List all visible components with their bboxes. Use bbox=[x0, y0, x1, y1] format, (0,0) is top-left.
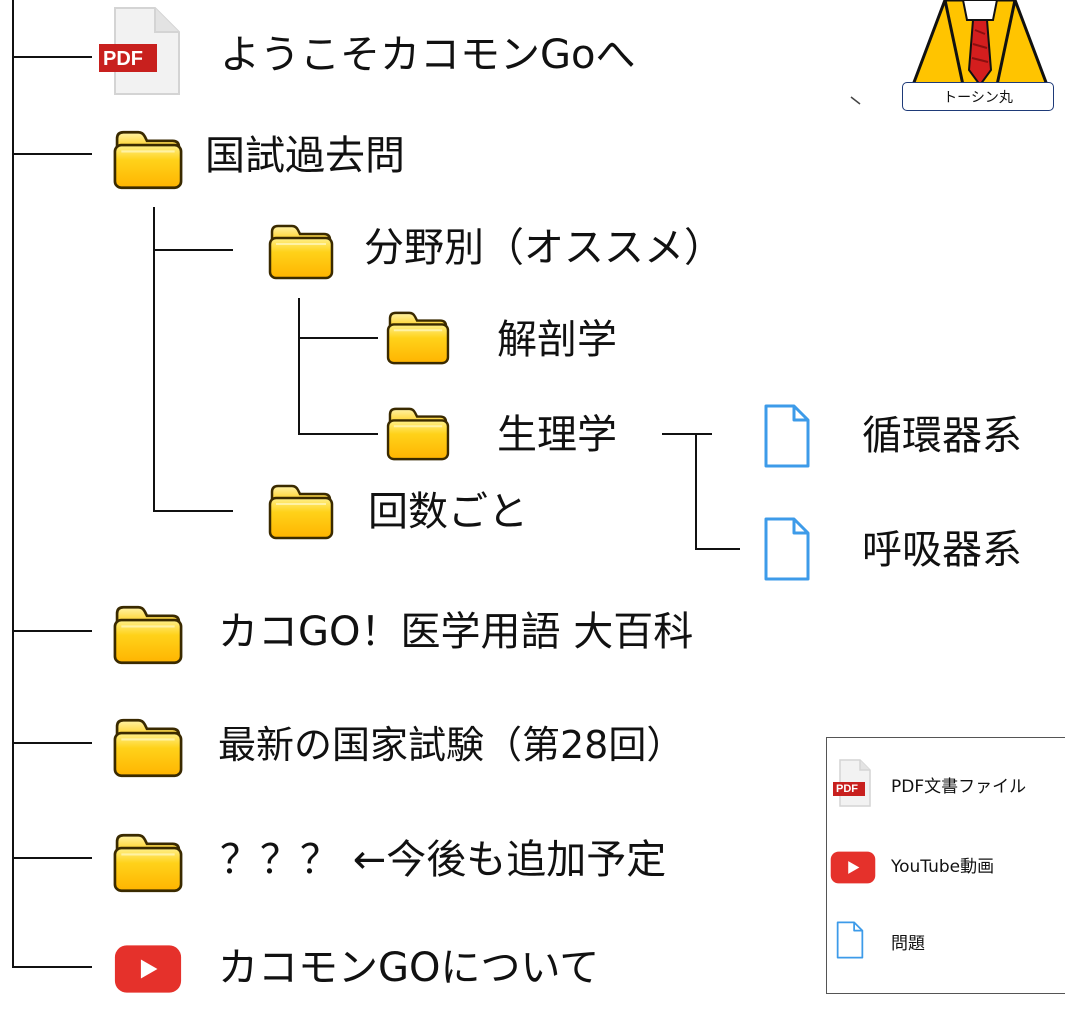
by-field-branch-line bbox=[298, 298, 300, 435]
tree-label-by-field[interactable]: 分野別（オススメ） bbox=[364, 225, 724, 271]
mascot-name: トーシン丸 bbox=[943, 89, 1013, 106]
connector-about-corner bbox=[12, 742, 14, 967]
tree-label-anatomy[interactable]: 解剖学 bbox=[497, 317, 617, 363]
tree-label-about[interactable]: カコモンGOについて bbox=[218, 945, 600, 991]
pdf-file-icon[interactable]: PDF bbox=[97, 6, 182, 96]
tree-label-circulatory[interactable]: 循環器系 bbox=[862, 413, 1022, 459]
mascot-speech-mark bbox=[850, 96, 862, 106]
connector-physiology-out bbox=[662, 433, 712, 435]
document-icon[interactable] bbox=[762, 515, 812, 583]
tree-label-medical-terms[interactable]: カコGO！医学用語 大百科 bbox=[218, 609, 694, 655]
youtube-icon[interactable] bbox=[112, 943, 184, 995]
folder-icon[interactable] bbox=[265, 482, 337, 542]
mascot-illustration bbox=[905, 0, 1055, 85]
document-icon[interactable] bbox=[762, 402, 812, 470]
connector-latest-exam bbox=[12, 742, 92, 744]
connector-physiology bbox=[298, 433, 378, 435]
folder-icon[interactable] bbox=[110, 128, 186, 192]
connector-by-session bbox=[153, 510, 233, 512]
connector-welcome bbox=[12, 56, 92, 58]
connector-past-exams bbox=[12, 153, 92, 155]
folder-icon[interactable] bbox=[110, 603, 186, 667]
pdf-badge-text: PDF bbox=[103, 48, 143, 70]
legend-box: PDF PDF文書ファイル YouTube動画 問題 bbox=[826, 737, 1065, 994]
pdf-file-icon: PDF bbox=[832, 758, 872, 808]
legend-label-pdf: PDF文書ファイル bbox=[891, 777, 1027, 797]
tree-label-welcome[interactable]: ようこそカコモンGoへ bbox=[220, 32, 636, 78]
folder-icon[interactable] bbox=[383, 309, 453, 367]
tree-label-physiology[interactable]: 生理学 bbox=[497, 412, 617, 458]
tree-label-respiratory[interactable]: 呼吸器系 bbox=[862, 527, 1022, 573]
folder-icon[interactable] bbox=[265, 222, 337, 282]
legend-label-question: 問題 bbox=[891, 934, 925, 954]
mascot-name-tag: トーシン丸 bbox=[902, 82, 1054, 111]
connector-medical-terms bbox=[12, 630, 92, 632]
folder-icon[interactable] bbox=[383, 405, 453, 463]
tree-label-by-session[interactable]: 回数ごと bbox=[368, 489, 528, 535]
youtube-icon bbox=[829, 850, 877, 885]
connector-respiratory bbox=[695, 548, 740, 550]
connector-by-field bbox=[153, 249, 233, 251]
past-exams-branch-line bbox=[153, 207, 155, 512]
tree-label-future[interactable]: ？？？ ←今後も追加予定 bbox=[220, 837, 667, 883]
folder-icon[interactable] bbox=[110, 716, 186, 780]
connector-about bbox=[12, 966, 92, 968]
connector-anatomy bbox=[298, 337, 378, 339]
legend-label-youtube: YouTube動画 bbox=[891, 857, 995, 877]
tree-label-latest-exam[interactable]: 最新の国家試験（第28回） bbox=[218, 723, 685, 767]
tree-label-past-exams[interactable]: 国試過去問 bbox=[205, 133, 405, 179]
pdf-badge-text: PDF bbox=[836, 783, 858, 795]
main-trunk-line bbox=[12, 0, 14, 742]
document-icon bbox=[835, 920, 865, 960]
connector-future bbox=[12, 857, 92, 859]
folder-icon[interactable] bbox=[110, 831, 186, 895]
physiology-branch-line bbox=[695, 433, 697, 550]
